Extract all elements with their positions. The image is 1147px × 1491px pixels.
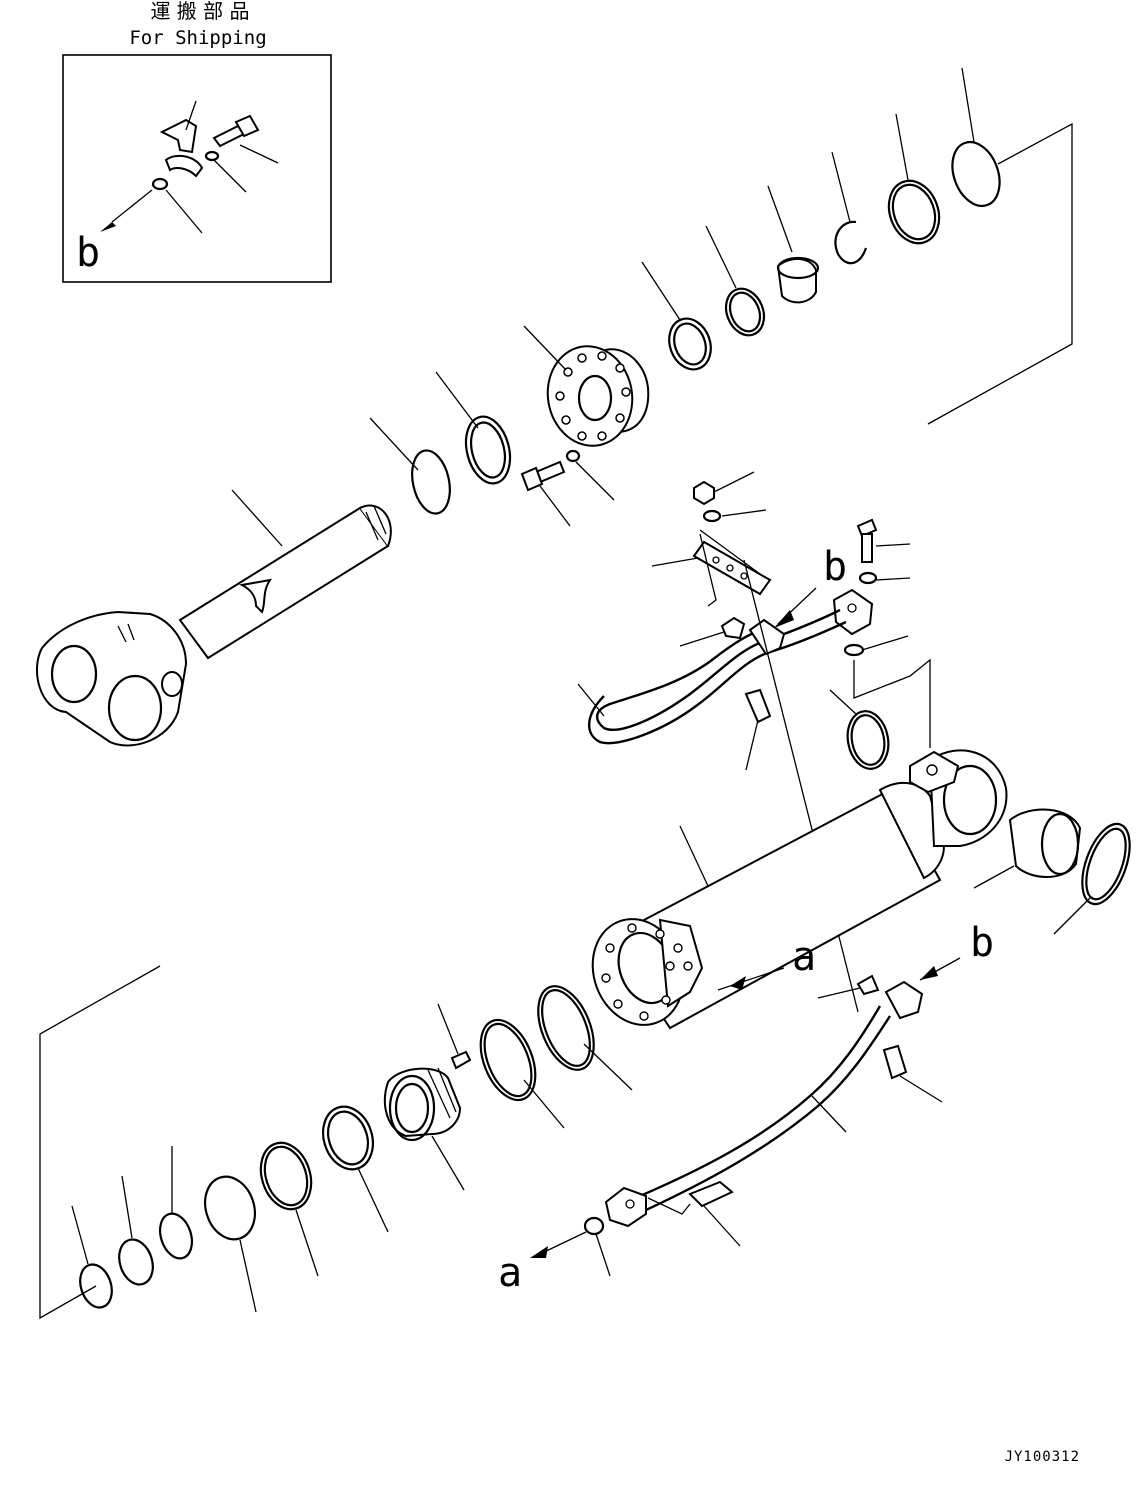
- shipping-box-frame: [62, 54, 332, 283]
- cylinder-head: [523, 325, 650, 447]
- lower-oring: [583, 1216, 605, 1236]
- rod-oring: [411, 449, 451, 515]
- snap-ring: [834, 220, 868, 265]
- pipe-upper-ref-b: b: [823, 544, 847, 590]
- piston-rod: [35, 489, 392, 747]
- shipping-plate: [159, 118, 198, 154]
- piston-wear-ring-2: [479, 1018, 537, 1102]
- shipping-title-jp: 運 搬 部 品: [150, 0, 249, 23]
- piston-oring-1: [158, 1212, 194, 1260]
- shipping-oring: [151, 177, 169, 191]
- shipping-washer: [204, 150, 220, 162]
- piston: [383, 1067, 462, 1142]
- rod-backup-ring: [464, 415, 512, 485]
- head-seal-3: [887, 179, 941, 245]
- mount-oring: [846, 710, 890, 770]
- shipping-bolt: [212, 114, 260, 148]
- head-washer: [565, 449, 581, 463]
- cylinder-tube: [591, 749, 1008, 1030]
- lower-pipe-assembly: a b: [498, 920, 994, 1296]
- upper-pipe-assembly: b: [577, 471, 911, 1013]
- piston-backup-1: [259, 1141, 313, 1211]
- tube-bushing: [1008, 808, 1082, 878]
- head-bolt: [520, 460, 571, 527]
- head-bushing: [776, 256, 820, 304]
- head-oring: [951, 140, 1001, 208]
- shipping-title-en: For Shipping: [129, 27, 266, 49]
- shipping-clip: [164, 154, 204, 178]
- head-seal-1: [668, 317, 712, 371]
- tube-dust-seal: [1081, 822, 1131, 906]
- piston-oring-2: [118, 1238, 154, 1286]
- shipping-ref-b: b: [76, 230, 100, 276]
- pipe-lower-ref-b: b: [970, 920, 994, 966]
- piston-backup-2: [204, 1175, 256, 1241]
- shipping-inset: 運 搬 部 品 For Shipping b: [62, 0, 332, 283]
- set-screw: [450, 1050, 472, 1070]
- tube-ref-a: a: [792, 934, 816, 980]
- head-seal-2: [724, 287, 766, 337]
- pipe-lower-ref-a: a: [498, 1250, 522, 1296]
- drawing-id: JY100312: [1005, 1449, 1080, 1465]
- piston-wear-ring-1: [537, 985, 595, 1071]
- piston-oring-3: [79, 1263, 113, 1309]
